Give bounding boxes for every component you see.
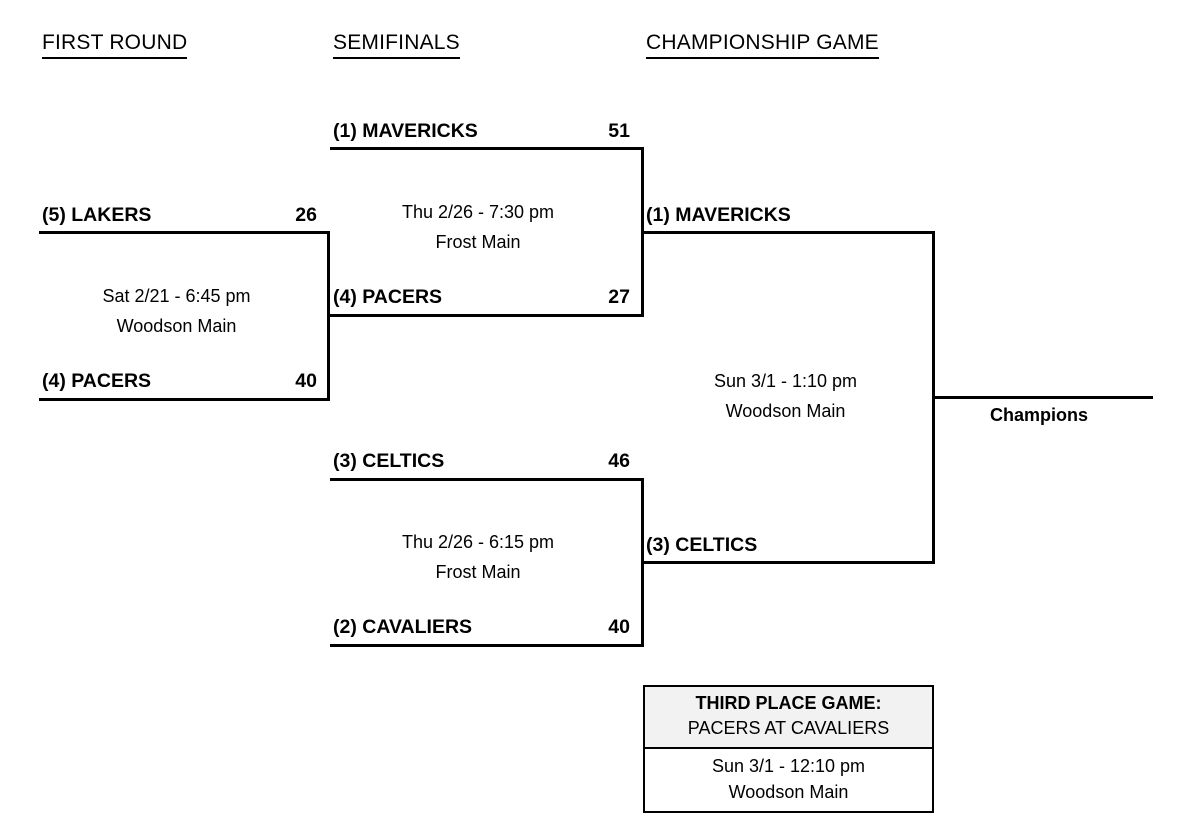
third-place-datetime: Sun 3/1 - 12:10 pm: [711, 756, 866, 776]
championship-top-team-row: (1) MAVERICKS: [646, 200, 926, 230]
championship-game-info: Sun 3/1 - 1:10 pm Woodson Main: [643, 366, 928, 426]
third-place-matchup: PACERS AT CAVALIERS: [687, 718, 890, 738]
semifinal-2-top-team-row: (3) CELTICS 46: [333, 446, 630, 476]
game-venue: Frost Main: [435, 562, 521, 582]
game-datetime: Sun 3/1 - 1:10 pm: [713, 371, 858, 391]
bracket-connector-semi2-right: [641, 478, 644, 647]
team-score: 26: [295, 204, 317, 226]
game-datetime: Thu 2/26 - 7:30 pm: [401, 202, 555, 222]
team-name: (1) MAVERICKS: [333, 120, 478, 142]
team-name: (3) CELTICS: [333, 450, 445, 472]
round-header-championship-game: CHAMPIONSHIP GAME: [646, 31, 879, 59]
bracket-connector-first-right: [327, 231, 330, 401]
team-score: 46: [608, 450, 630, 472]
bracket-line-semi1-top: [330, 147, 643, 150]
first-round-top-team-row: (5) LAKERS 26: [42, 200, 317, 230]
bracket-line-first-bottom: [39, 398, 329, 401]
team-score: 27: [608, 286, 630, 308]
game-datetime: Thu 2/26 - 6:15 pm: [401, 532, 555, 552]
bracket-line-champ-top: [643, 231, 934, 234]
team-score: 51: [608, 120, 630, 142]
bracket-line-semi2-top: [330, 478, 643, 481]
bracket-line-semi1-bottom: [330, 314, 643, 317]
game-venue: Frost Main: [435, 232, 521, 252]
third-place-header-cell: THIRD PLACE GAME: PACERS AT CAVALIERS: [645, 687, 932, 749]
team-score: 40: [608, 616, 630, 638]
semifinal-1-bottom-team-row: (4) PACERS 27: [333, 282, 630, 312]
bracket-line-first-top: [39, 231, 329, 234]
semifinal-1-top-team-row: (1) MAVERICKS 51: [333, 116, 630, 146]
first-round-bottom-team-row: (4) PACERS 40: [42, 366, 317, 396]
third-place-venue: Woodson Main: [728, 782, 849, 802]
game-venue: Woodson Main: [116, 316, 237, 336]
semifinal-2-bottom-team-row: (2) CAVALIERS 40: [333, 612, 630, 642]
bracket-line-champions: [932, 396, 1153, 399]
third-place-title: THIRD PLACE GAME:: [695, 693, 882, 713]
semifinal-2-game-info: Thu 2/26 - 6:15 pm Frost Main: [333, 527, 623, 587]
round-header-first-round: FIRST ROUND: [42, 31, 188, 59]
team-name: (4) PACERS: [333, 286, 443, 308]
team-name: (1) MAVERICKS: [646, 204, 791, 226]
third-place-body-cell: Sun 3/1 - 12:10 pm Woodson Main: [645, 749, 932, 811]
round-header-semifinals: SEMIFINALS: [333, 31, 460, 59]
game-venue: Woodson Main: [725, 401, 846, 421]
team-name: (2) CAVALIERS: [333, 616, 473, 638]
team-name: (3) CELTICS: [646, 534, 758, 556]
third-place-game-box: THIRD PLACE GAME: PACERS AT CAVALIERS Su…: [643, 685, 934, 813]
champions-label: Champions: [990, 405, 1089, 425]
team-name: (4) PACERS: [42, 370, 152, 392]
team-score: 40: [295, 370, 317, 392]
game-datetime: Sat 2/21 - 6:45 pm: [102, 286, 251, 306]
first-round-game-info: Sat 2/21 - 6:45 pm Woodson Main: [39, 281, 314, 341]
championship-bottom-team-row: (3) CELTICS: [646, 530, 926, 560]
bracket-connector-semi1-right: [641, 147, 644, 317]
team-name: (5) LAKERS: [42, 204, 152, 226]
bracket-line-champ-bottom: [643, 561, 934, 564]
bracket-line-semi2-bottom: [330, 644, 643, 647]
semifinal-1-game-info: Thu 2/26 - 7:30 pm Frost Main: [333, 197, 623, 257]
